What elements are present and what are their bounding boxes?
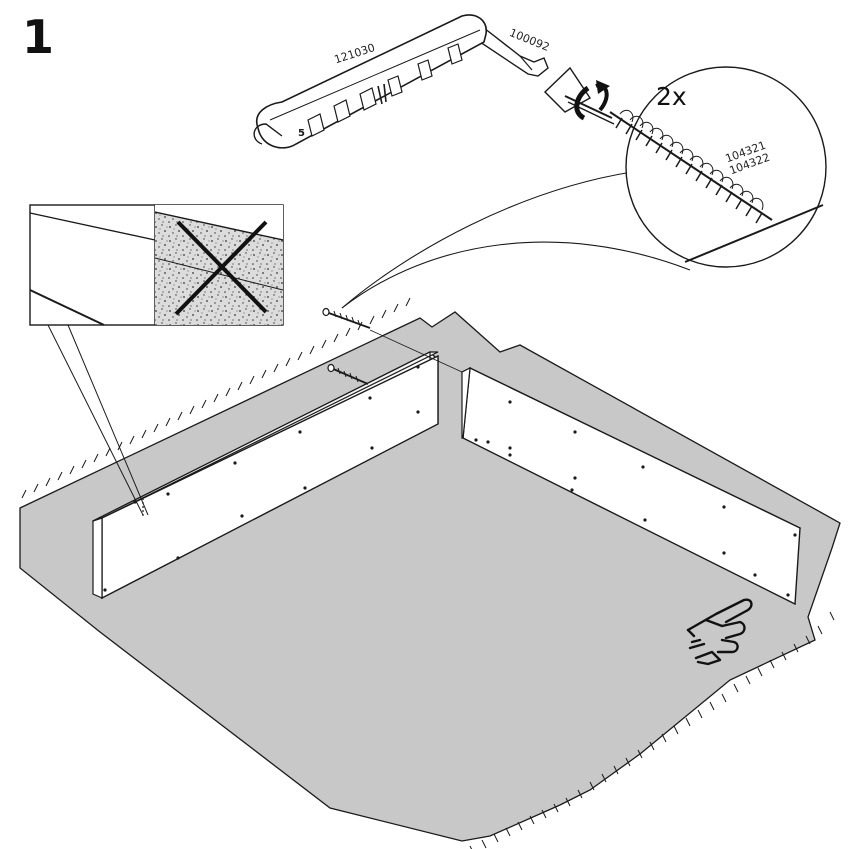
magnifier-detail-icon (609, 66, 827, 268)
floor-fringe-left (21, 297, 411, 499)
quantity-label: 2x (656, 82, 687, 111)
surface-detail-inset (29, 204, 284, 326)
rotate-clockwise-icon (574, 80, 610, 121)
hex-bit-icon (479, 26, 549, 77)
inset-pointer-right (67, 324, 149, 516)
svg-text:5: 5 (298, 128, 305, 139)
right-panel-holes (474, 400, 797, 597)
floor-fringe-right (469, 611, 835, 849)
screw-icon (609, 109, 773, 224)
allen-key-tool-icon: 5 (253, 14, 487, 149)
screw-alignment-line (369, 329, 463, 373)
callout-pointer (341, 171, 633, 309)
left-side-panel (92, 351, 440, 600)
right-side-panel (460, 366, 802, 606)
step-number: 1 (22, 10, 55, 64)
pointing-hand-icon (686, 598, 753, 666)
screw-small-upper (322, 307, 371, 329)
screw-small-lower (327, 363, 369, 385)
do-not-cross-icon (174, 220, 268, 316)
left-panel-holes (103, 365, 420, 592)
floor-mat (19, 311, 841, 842)
inset-pointer-left (47, 324, 144, 516)
